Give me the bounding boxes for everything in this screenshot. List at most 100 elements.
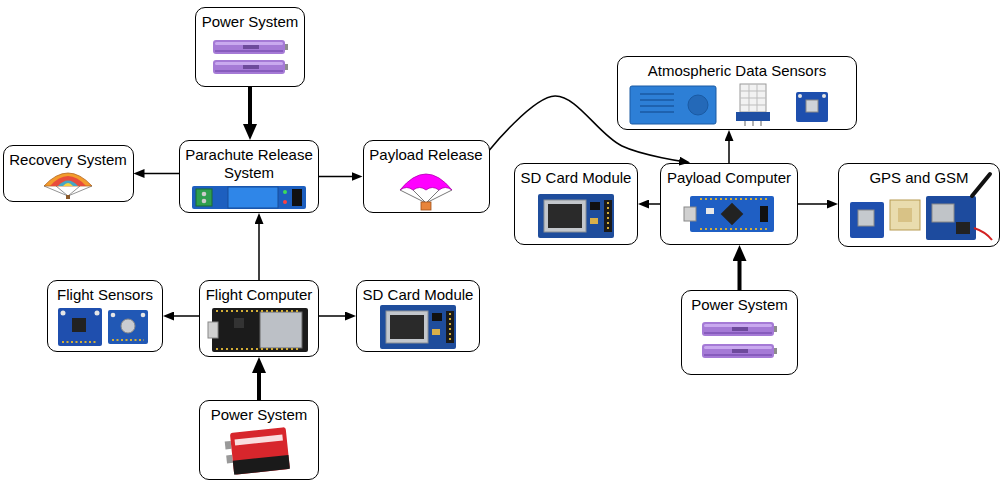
mount-hole [111, 313, 116, 318]
box-title: Power System [200, 13, 300, 31]
sensor-chip [121, 319, 135, 333]
sensor-pins [745, 121, 761, 126]
labeled-box: Power System [681, 290, 798, 375]
labeled-box: Recovery System [3, 145, 134, 202]
box-title: GPS and GSM [843, 169, 995, 187]
sensor-board [108, 310, 148, 344]
relay-module [192, 186, 306, 209]
sensor-board [58, 308, 102, 346]
box-title: Atmospheric Data Sensors [622, 62, 852, 80]
suspension-lines [44, 186, 92, 196]
wire [974, 228, 992, 240]
battery-terminal [225, 441, 232, 450]
connector-arrow [728, 134, 730, 163]
battery-pack [213, 40, 288, 74]
pin-row [216, 311, 300, 349]
usb-chip [234, 318, 244, 328]
sensor-housing [740, 84, 766, 112]
gps-board [850, 202, 884, 238]
suspension-lines [400, 190, 452, 203]
sd-module [380, 305, 456, 349]
connector-arrow [258, 217, 260, 280]
box-title: Parachute Release System [184, 146, 314, 182]
canopy [44, 173, 92, 186]
battery-body [230, 427, 290, 475]
canopy-stripe [58, 181, 78, 187]
pin-row [112, 339, 144, 341]
box-title: Flight Sensors [52, 286, 158, 304]
box-title: Recovery System [8, 151, 129, 169]
sensor-board [796, 92, 828, 122]
connector-arrow [319, 176, 359, 178]
battery-cell [213, 40, 288, 54]
nine-volt-battery [224, 427, 290, 475]
gps-module [850, 200, 920, 238]
terminal-screw [202, 192, 207, 197]
battery-band [233, 455, 290, 475]
connector-arrow [642, 203, 660, 205]
sd-module [538, 194, 614, 238]
connector-arrow [319, 315, 352, 317]
pin-row [700, 199, 770, 229]
battery-pack [702, 322, 777, 358]
pin-row [62, 341, 98, 343]
sensor-fan [688, 95, 708, 115]
mount-hole [141, 313, 146, 318]
gsm-antenna [972, 174, 990, 196]
sim-holder [932, 204, 954, 222]
payload-box [421, 202, 431, 210]
sensor-case [630, 86, 716, 124]
mount-hole [61, 311, 66, 316]
connector-arrow [798, 203, 834, 205]
mcu-chip [721, 203, 744, 226]
battery-label [235, 434, 283, 445]
mount-hole [95, 311, 100, 316]
power-led [283, 200, 287, 204]
status-led [283, 190, 287, 194]
labeled-box: Atmospheric Data Sensors [617, 56, 857, 130]
patch-element [898, 208, 912, 222]
imu-sensor-board [58, 308, 102, 346]
labeled-box: Parachute Release System [179, 140, 319, 213]
payload-box [66, 195, 70, 199]
payload-parachute [400, 174, 452, 210]
connectors [138, 87, 835, 400]
canopy [400, 174, 452, 190]
mount-hole [798, 94, 802, 98]
labeled-box: SD Card Module [514, 163, 638, 245]
arduino-nano [684, 196, 774, 232]
box-title: Power System [686, 296, 793, 314]
canopy-stripe [63, 183, 73, 186]
barometer-board [108, 310, 148, 344]
gps-chip [858, 210, 874, 226]
labeled-box: GPS and GSM [838, 163, 1000, 247]
pressure-sensor [796, 92, 828, 122]
relay-cube [228, 187, 278, 208]
box-title: Payload Release [368, 146, 485, 164]
patch-antenna [890, 200, 920, 230]
box-title: Flight Computer [204, 286, 314, 304]
battery-cell [702, 322, 777, 336]
battery-cell [702, 344, 777, 358]
canopy-stripe [50, 176, 86, 186]
battery-terminal [226, 455, 233, 464]
connector-arrow [248, 87, 252, 132]
connector-arrow [167, 315, 199, 317]
sensor-board [736, 112, 770, 121]
sensor-grille [640, 94, 674, 112]
mcu-board [690, 196, 774, 232]
recovery-parachute [44, 173, 92, 199]
relay-board [192, 186, 306, 209]
labeled-box: Flight Computer [199, 280, 319, 357]
humidity-sensor [736, 84, 770, 126]
sensor-chip [72, 318, 86, 332]
mcu-board [212, 308, 308, 352]
pin-header [292, 189, 302, 206]
connector-arrow [138, 173, 180, 175]
labeled-box: Power System [195, 7, 305, 87]
box-title: Power System [204, 406, 314, 424]
terminal-block [196, 189, 212, 206]
